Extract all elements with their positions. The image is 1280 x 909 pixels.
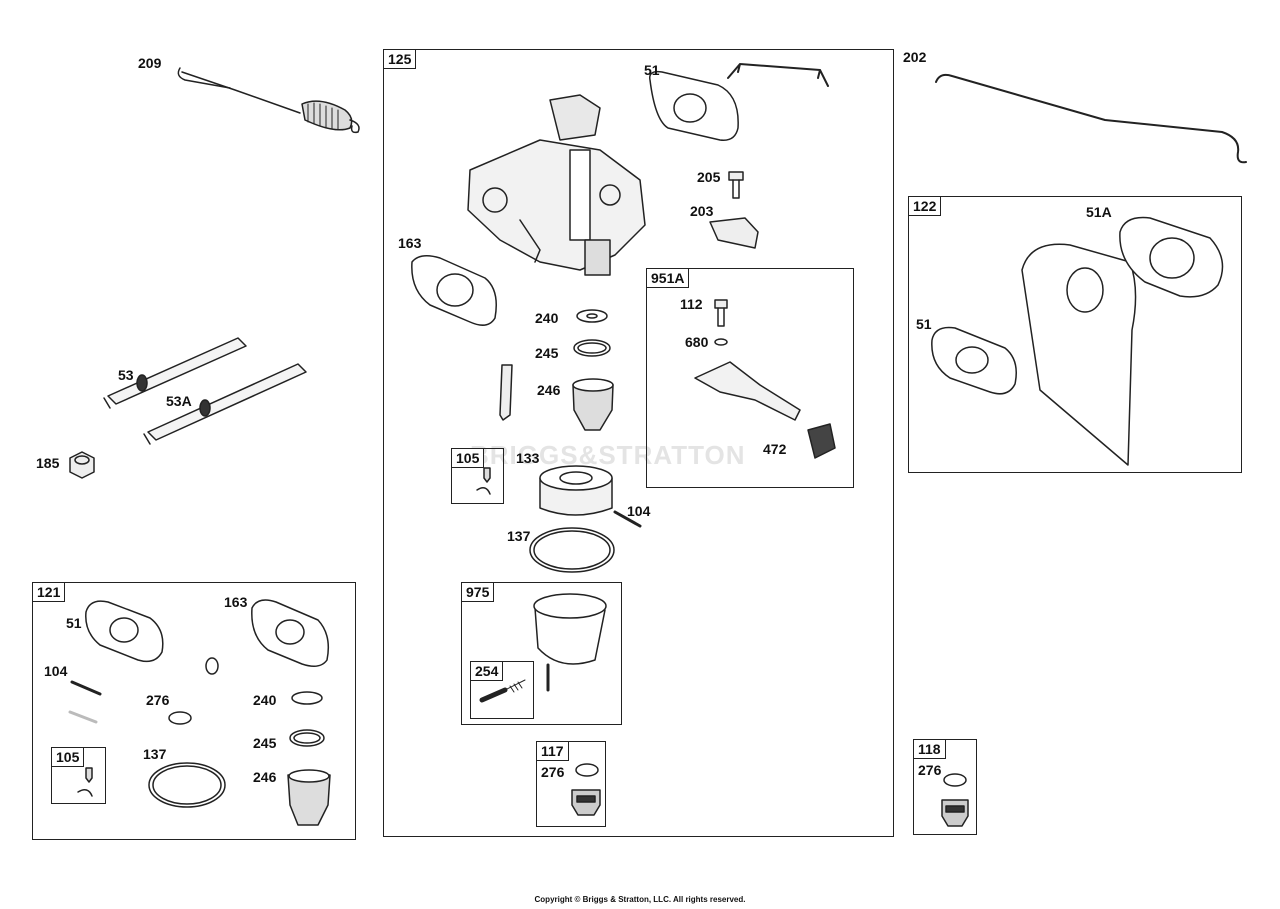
label-203: 203 xyxy=(690,203,714,219)
kit-label-240: 240 xyxy=(253,692,277,708)
kit-tag-118: 118 xyxy=(914,740,946,759)
label-246: 246 xyxy=(537,382,561,398)
label-680: 680 xyxy=(685,334,709,350)
kit-label-276: 276 xyxy=(146,692,170,708)
kit-box-121: 121 xyxy=(32,582,356,840)
kit-label-246: 246 xyxy=(253,769,277,785)
label-51-top: 51 xyxy=(644,62,660,78)
nut-185 xyxy=(69,451,95,479)
washer-276-117 xyxy=(575,763,599,777)
kit-needle-105 xyxy=(77,767,93,797)
label-209: 209 xyxy=(138,55,162,71)
choke-shaft-53A xyxy=(143,363,307,445)
needle-105 xyxy=(476,467,491,495)
washer-240 xyxy=(576,309,608,323)
assembly-tag-951A: 951A xyxy=(647,269,690,288)
kit-tag-105-kit: 105 xyxy=(52,748,85,767)
assembly-box-975: 975 xyxy=(461,582,622,725)
kit-small-ring xyxy=(205,657,219,675)
label-53: 53 xyxy=(118,367,134,383)
assembly-tag-975: 975 xyxy=(462,583,495,602)
kit-label-245: 245 xyxy=(253,735,277,751)
label-104: 104 xyxy=(627,503,651,519)
throttle-shaft-53 xyxy=(103,337,247,409)
bowl-gasket-137 xyxy=(529,527,615,573)
label-205: 205 xyxy=(697,169,721,185)
watermark-text: BRIGGS&STRATTON xyxy=(470,440,746,470)
assembly-tag-122: 122 xyxy=(909,197,942,216)
kit-label-163: 163 xyxy=(224,594,248,610)
gasket-51-top-hole xyxy=(673,93,707,123)
kit-jet-246 xyxy=(287,769,331,826)
screw-112 xyxy=(714,299,728,327)
label-137: 137 xyxy=(507,528,531,544)
float-133 xyxy=(539,465,613,516)
governor-spring-209 xyxy=(177,67,360,134)
governor-link-202 xyxy=(935,73,1247,164)
label-133: 133 xyxy=(516,450,540,466)
assembly-box-122: 122 xyxy=(908,196,1242,473)
kit-tag-121: 121 xyxy=(33,583,66,602)
kit-box-254: 254 xyxy=(470,661,534,719)
kit-washer-276 xyxy=(168,711,192,725)
kit-o-ring-245 xyxy=(289,729,325,747)
kit-tag-254: 254 xyxy=(471,662,504,681)
copyright-notice: Copyright © Briggs & Stratton, LLC. All … xyxy=(534,895,746,904)
jet-246 xyxy=(572,378,614,431)
kit-box-117: 117 xyxy=(536,741,606,827)
kit-label-104: 104 xyxy=(44,663,68,679)
kit-gasket-51 xyxy=(85,600,164,663)
kit-gasket-137 xyxy=(148,762,226,808)
label-240: 240 xyxy=(535,310,559,326)
washer-680 xyxy=(714,338,728,346)
label-163: 163 xyxy=(398,235,422,251)
kit-gasket-163 xyxy=(251,599,330,667)
plate-122 xyxy=(1021,243,1137,466)
label-472: 472 xyxy=(763,441,787,457)
bushing-472 xyxy=(807,423,836,459)
label-51A: 51A xyxy=(1086,204,1112,220)
label-245: 245 xyxy=(535,345,559,361)
screw-254 xyxy=(479,679,526,703)
float-bowl-975 xyxy=(533,593,607,692)
kit-pin-104-ghost xyxy=(68,710,98,724)
label-202: 202 xyxy=(903,49,927,65)
screw-205 xyxy=(728,171,744,199)
kit-box-105-kit: 105 xyxy=(51,747,106,804)
label-112: 112 xyxy=(680,296,703,312)
jet-117 xyxy=(571,789,601,816)
kit-pin-104 xyxy=(70,680,102,696)
lever-951A xyxy=(694,361,801,421)
lever-203 xyxy=(709,217,759,249)
assembly-box-951A: 951A xyxy=(646,268,854,488)
label-276-118: 276 xyxy=(918,762,942,778)
assembly-tag-125: 125 xyxy=(384,50,417,69)
kit-box-105-main: 105 xyxy=(451,448,504,504)
kit-label-51: 51 xyxy=(66,615,82,631)
gasket-51-top xyxy=(649,70,739,141)
label-276-117: 276 xyxy=(541,764,565,780)
assembly-box-125: 125 xyxy=(383,49,894,837)
bracket xyxy=(727,63,829,87)
kit-tag-105-main: 105 xyxy=(452,449,485,468)
gasket-163-hole xyxy=(436,273,474,307)
gasket-51A xyxy=(1119,216,1224,298)
jet-118 xyxy=(941,799,969,827)
emulsion-tube xyxy=(499,364,513,421)
carburetor-body xyxy=(467,94,646,276)
gasket-51-right xyxy=(931,326,1017,395)
label-53A: 53A xyxy=(166,393,192,409)
gasket-163 xyxy=(411,255,497,326)
kit-box-118: 118 xyxy=(913,739,977,835)
kit-washer-240 xyxy=(291,691,323,705)
label-185: 185 xyxy=(36,455,60,471)
kit-tag-117: 117 xyxy=(537,742,569,761)
pin-104 xyxy=(613,510,642,528)
washer-276-118 xyxy=(943,773,967,787)
o-ring-245 xyxy=(573,339,611,357)
label-51-right: 51 xyxy=(916,316,932,332)
kit-label-137: 137 xyxy=(143,746,167,762)
